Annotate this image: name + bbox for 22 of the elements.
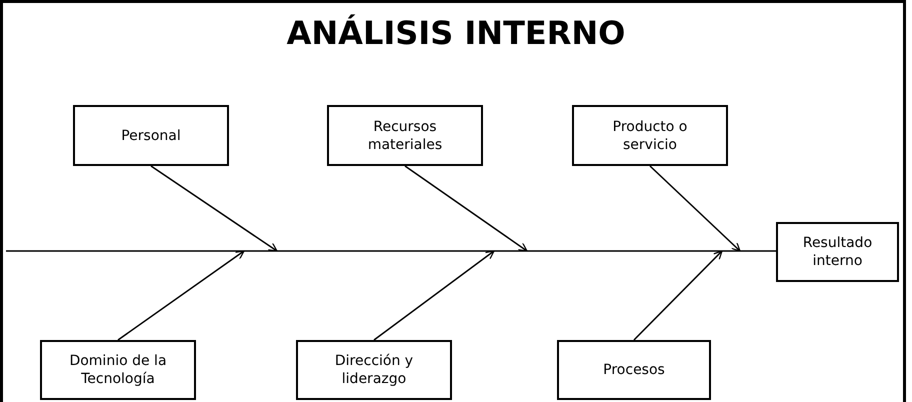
cause-box xyxy=(73,105,229,166)
box-label: Dominio de la Tecnología xyxy=(68,352,168,388)
cause-box xyxy=(327,105,483,166)
arrow xyxy=(374,250,495,341)
cause-box xyxy=(296,340,452,400)
box-label: Dirección y liderazgo xyxy=(334,352,414,388)
spine-line xyxy=(6,250,776,252)
arrow xyxy=(633,250,723,341)
cause-box xyxy=(40,340,196,400)
cause-box xyxy=(776,222,899,282)
arrow xyxy=(118,250,245,341)
arrow xyxy=(404,165,528,252)
title: ANÁLISIS INTERNO xyxy=(286,14,626,52)
box-label: Recursos materiales xyxy=(366,118,444,154)
box-label: Producto o servicio xyxy=(612,118,688,154)
cause-box xyxy=(572,105,728,166)
box-label: Procesos xyxy=(603,361,665,379)
box-label: Personal xyxy=(121,126,181,144)
arrow xyxy=(150,165,278,252)
box-label: Resultado interno xyxy=(802,234,874,270)
arrow xyxy=(649,165,741,252)
cause-box xyxy=(557,340,711,400)
